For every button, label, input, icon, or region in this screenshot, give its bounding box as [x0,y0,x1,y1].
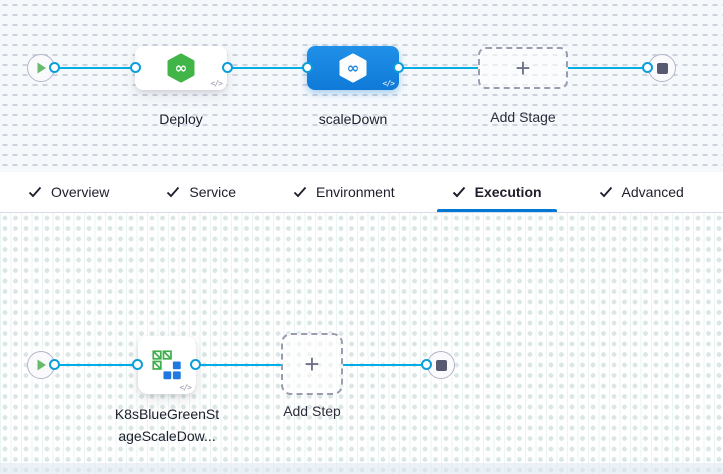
connector-dot[interactable] [132,359,143,370]
check-icon [167,186,180,198]
tab-overview[interactable]: Overview [13,172,124,212]
step-label-line2: ageScaleDow... [118,428,216,444]
code-icon: </> [382,79,395,88]
svg-text:∞: ∞ [175,59,188,77]
plus-icon: + [304,349,320,379]
tab-label: Advanced [621,184,684,200]
stage-label-scaledown: scaleDown [318,111,388,127]
tab-service[interactable]: Service [151,172,251,212]
connector-dot[interactable] [642,62,653,73]
stage-graph-canvas[interactable]: ∞ </> ∞ </> + Deploy scaleDown Add Stage [0,0,723,172]
plus-icon: + [515,53,531,83]
check-icon [293,186,307,198]
tab-execution[interactable]: Execution [436,172,557,212]
code-icon: </> [179,383,192,392]
connector-dot[interactable] [302,62,313,73]
connector-line [227,67,307,69]
code-icon: </> [210,79,223,88]
tab-environment[interactable]: Environment [278,172,410,212]
connector-dot[interactable] [49,62,60,73]
add-step-button[interactable]: + [281,333,343,395]
connector-dot[interactable] [190,359,201,370]
add-step-label: Add Step [283,403,341,419]
connector-line [343,364,427,366]
cd-hexagon-icon: ∞ [339,53,367,83]
connector-line [55,364,138,366]
check-icon [452,186,465,198]
execution-graph-canvas[interactable]: </> + K8sBlueGreenSt ageScaleDow... Add … [0,213,723,474]
svg-text:∞: ∞ [347,59,360,77]
step-node-k8s-blue-green-scale-down[interactable]: </> [138,336,196,394]
tab-label: Service [189,184,237,200]
tab-label: Environment [316,184,395,200]
connector-dot[interactable] [393,62,404,73]
k8s-blue-green-scale-down-icon [152,350,181,380]
stop-icon [435,359,447,371]
check-icon [28,186,42,198]
check-icon [599,186,612,198]
play-icon [37,359,46,371]
connector-line [399,67,478,69]
stage-node-scaledown[interactable]: ∞ </> [307,46,399,90]
stage-label-deploy: Deploy [159,111,203,127]
canvas-bottom-strip [0,463,723,474]
step-label-line1: K8sBlueGreenSt [114,406,220,422]
stage-config-tabbar: Overview Service Environment Execution A… [0,172,723,213]
stage-node-deploy[interactable]: ∞ </> [135,46,227,90]
add-stage-label: Add Stage [490,109,556,125]
connector-line [55,67,135,69]
connector-dot[interactable] [222,62,233,73]
connector-line [196,364,281,366]
stop-icon [656,62,668,74]
connector-dot[interactable] [130,62,141,73]
connector-dot[interactable] [49,359,60,370]
step-label-k8s: K8sBlueGreenSt ageScaleDow... [102,403,232,447]
connector-dot[interactable] [421,359,432,370]
add-stage-button[interactable]: + [478,47,568,89]
cd-hexagon-icon: ∞ [167,53,195,83]
connector-line [568,67,648,69]
play-icon [37,62,46,74]
tab-label: Overview [51,184,110,200]
tab-label: Execution [474,184,542,200]
tab-advanced[interactable]: Advanced [584,172,699,212]
execution-end-node [427,351,455,379]
